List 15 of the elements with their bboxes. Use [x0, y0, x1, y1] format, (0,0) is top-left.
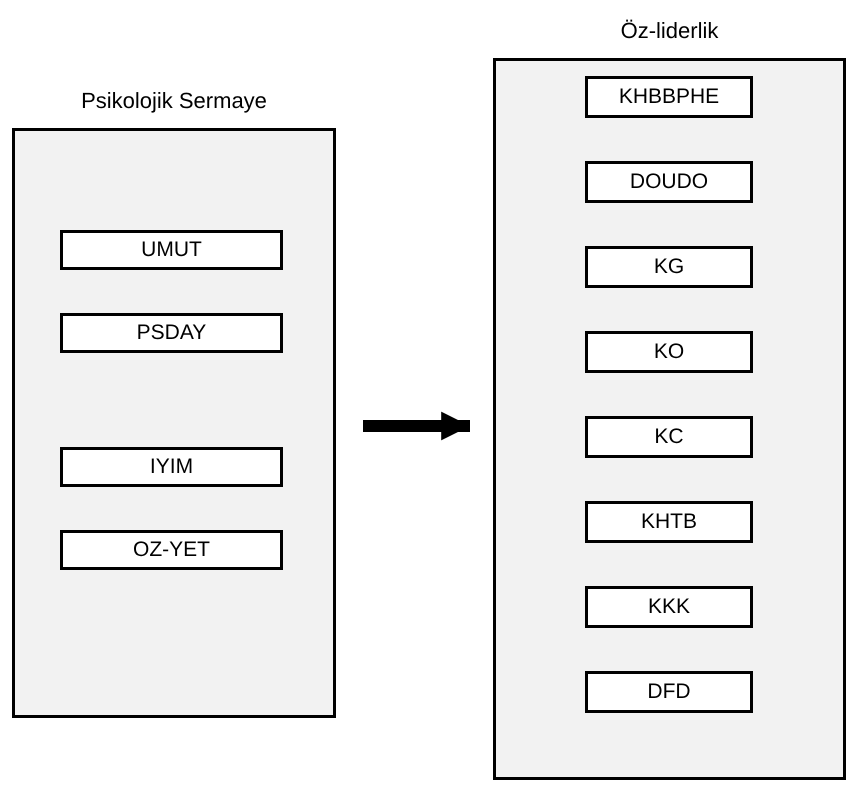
variable-box: DOUDO: [585, 161, 753, 203]
variable-box: KHTB: [585, 501, 753, 543]
variable-box: DFD: [585, 671, 753, 713]
arrow: [363, 412, 470, 440]
group-title: Psikolojik Sermaye: [81, 88, 267, 114]
variable-box: OZ-YET: [60, 530, 283, 570]
variable-box: KKK: [585, 586, 753, 628]
variable-box: KC: [585, 416, 753, 458]
variable-box: PSDAY: [60, 313, 283, 353]
variable-box: KHBBPHE: [585, 76, 753, 118]
group-title: Öz-liderlik: [620, 18, 718, 44]
variable-box: KO: [585, 331, 753, 373]
variable-box: IYIM: [60, 447, 283, 487]
variable-box: KG: [585, 246, 753, 288]
variable-box: UMUT: [60, 230, 283, 270]
